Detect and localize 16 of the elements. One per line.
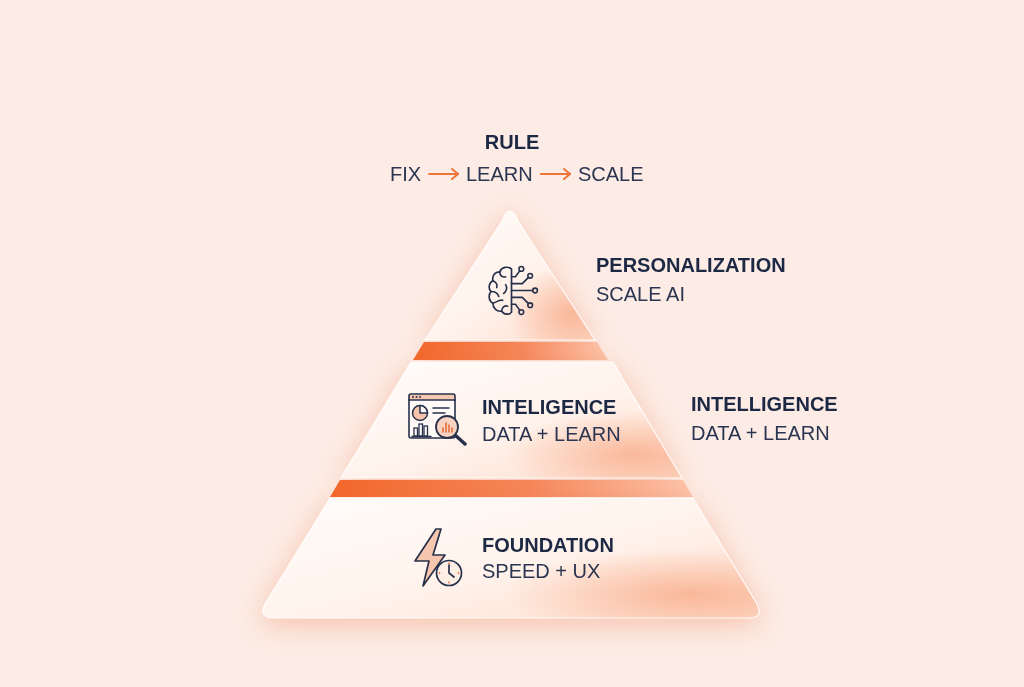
divider-band: [330, 480, 693, 497]
tier-subtitle: DATA + LEARN: [482, 422, 621, 446]
step-label: SCALE: [570, 162, 652, 186]
tier-subtitle: SPEED + UX: [482, 559, 601, 583]
side-title: INTELLIGENCE: [691, 392, 838, 416]
tier-title: INTELIGENCE: [482, 395, 617, 419]
side-subtitle: DATA + LEARN: [691, 421, 830, 445]
heading: RULE: [484, 130, 540, 154]
arrow: [539, 168, 571, 180]
divider-band: [413, 342, 608, 360]
arrow: [428, 168, 459, 180]
tier-title: FOUNDATION: [482, 533, 614, 557]
tier-subtitle: SCALE AI: [596, 282, 685, 306]
step-label: FIX: [382, 162, 430, 186]
tier-title: PERSONALIZATION: [596, 253, 786, 277]
step-label: LEARN: [458, 162, 541, 186]
